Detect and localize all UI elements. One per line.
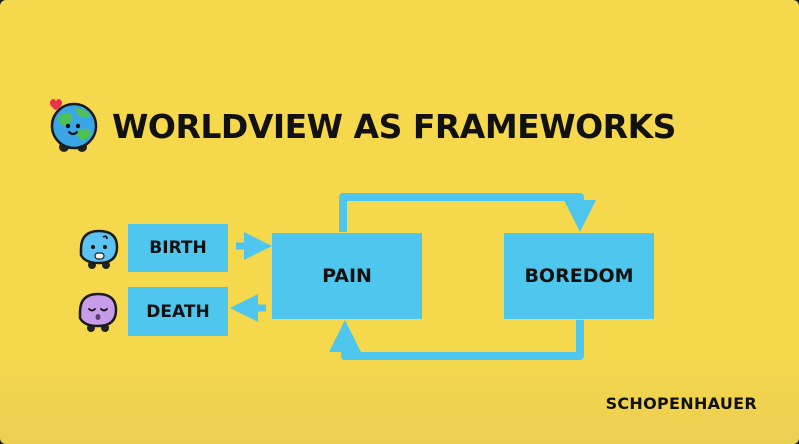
- pain-to-boredom-arrow: [339, 193, 596, 232]
- pain-node: PAIN: [272, 233, 422, 319]
- boredom-node: BOREDOM: [504, 233, 654, 319]
- earth-globe-icon: [50, 99, 98, 152]
- title-row: WORLDVIEW AS FRAMEWORKS: [44, 96, 676, 156]
- ghost-waze-icon: [78, 292, 118, 332]
- death-node: DEATH: [128, 287, 228, 336]
- attribution: SCHOPENHAUER: [605, 394, 757, 413]
- birth-node: BIRTH: [128, 224, 228, 272]
- baby-waze-icon: [79, 229, 119, 269]
- heart-icon: [50, 99, 62, 110]
- boredom-to-pain-arrow: [329, 320, 584, 360]
- page-title: WORLDVIEW AS FRAMEWORKS: [112, 106, 676, 146]
